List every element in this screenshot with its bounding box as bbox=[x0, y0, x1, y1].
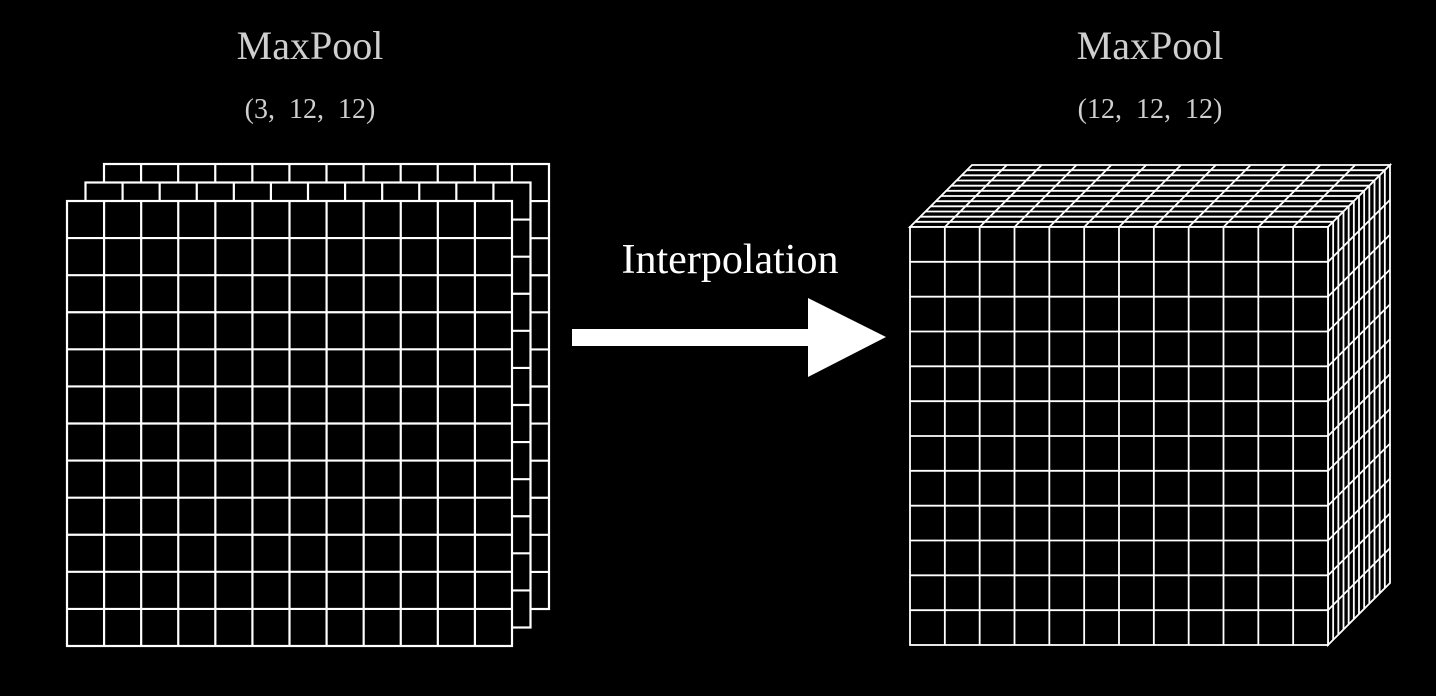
right-tensor-cube bbox=[907, 162, 1393, 648]
right-block-shape: (12, 12, 12) bbox=[1077, 94, 1223, 125]
left-block-title: MaxPool bbox=[236, 23, 384, 68]
interpolation-arrow bbox=[572, 298, 886, 377]
cube-top-face bbox=[907, 164, 1393, 228]
arrow-shaft bbox=[572, 329, 810, 346]
arrow-head bbox=[808, 298, 886, 377]
cube-front-face bbox=[909, 226, 1329, 646]
arrow-label: Interpolation bbox=[621, 237, 839, 283]
right-block-title: MaxPool bbox=[1076, 23, 1224, 68]
left-block-shape: (3, 12, 12) bbox=[244, 94, 376, 125]
cube-side-face bbox=[1327, 162, 1391, 648]
channel-sheet-1 bbox=[65, 199, 514, 648]
left-tensor-stack bbox=[65, 162, 551, 648]
